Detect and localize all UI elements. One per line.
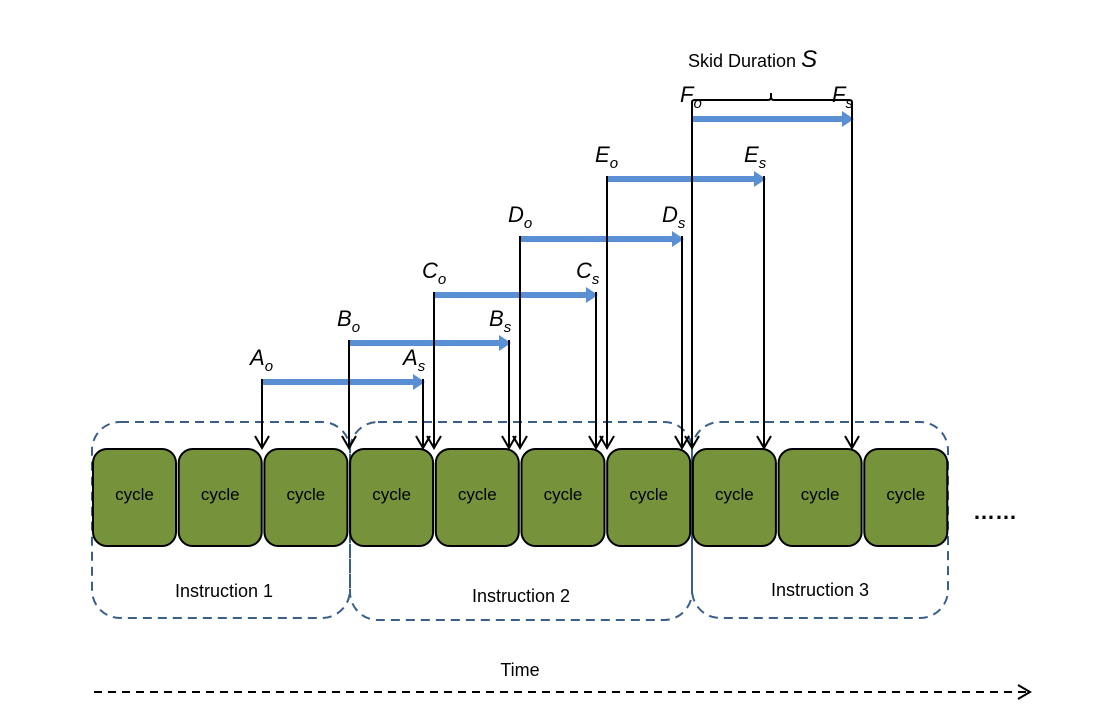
origin-label-d: Do bbox=[508, 202, 532, 232]
cycle-box-6: cycle bbox=[520, 448, 606, 547]
cycle-box-shape bbox=[177, 448, 263, 547]
duration-arrow-head bbox=[586, 287, 598, 303]
cycle-label: cycle bbox=[458, 485, 497, 504]
cycle-label: cycle bbox=[201, 485, 240, 504]
origin-drop-head bbox=[254, 435, 270, 450]
cycle-box-5: cycle bbox=[434, 448, 520, 547]
duration-arrow-head bbox=[672, 231, 684, 247]
timing-arrow-e: Eo Es bbox=[595, 142, 772, 450]
duration-arrow-head bbox=[842, 111, 854, 127]
timing-arrows: Ao As Bo Bs Co Cs Do Ds Eo Es Fo Fs bbox=[248, 82, 860, 450]
origin-label-b: Bo bbox=[337, 306, 360, 336]
end-label-d: Ds bbox=[662, 202, 686, 232]
cycle-label: cycle bbox=[715, 485, 754, 504]
end-drop-head bbox=[756, 435, 772, 450]
cycle-box-shape bbox=[434, 448, 520, 547]
end-label-c: Cs bbox=[576, 258, 600, 288]
cycle-box-2: cycle bbox=[177, 448, 263, 547]
duration-arrow-head bbox=[499, 335, 511, 351]
cycle-box-shape bbox=[863, 448, 949, 547]
cycle-box-1: cycle bbox=[92, 448, 177, 547]
origin-drop-head bbox=[512, 435, 528, 450]
end-label-b: Bs bbox=[489, 306, 512, 336]
skid-duration-brace: Skid Duration S bbox=[688, 46, 853, 119]
cycle-box-9: cycle bbox=[777, 448, 863, 547]
cycle-label: cycle bbox=[886, 485, 925, 504]
cycle-box-7: cycle bbox=[606, 448, 692, 547]
origin-label-a: Ao bbox=[248, 345, 273, 375]
cycle-label: cycle bbox=[801, 485, 840, 504]
ellipsis: …… bbox=[973, 499, 1017, 524]
cycle-label: cycle bbox=[372, 485, 411, 504]
duration-arrow-head bbox=[413, 374, 425, 390]
origin-drop-head bbox=[684, 435, 700, 450]
origin-label-c: Co bbox=[422, 258, 446, 288]
timing-arrow-c: Co Cs bbox=[422, 258, 604, 450]
cycle-box-shape bbox=[606, 448, 692, 547]
cycle-box-4: cycle bbox=[349, 448, 435, 547]
timing-arrow-f: Fo Fs bbox=[680, 82, 860, 450]
end-label-e: Es bbox=[744, 142, 767, 172]
duration-arrow-head bbox=[754, 171, 766, 187]
origin-label-e: Eo bbox=[595, 142, 618, 172]
cycle-box-3: cycle bbox=[263, 448, 349, 547]
end-label-a: As bbox=[401, 345, 426, 375]
cycle-box-shape bbox=[92, 448, 177, 547]
origin-drop-head bbox=[599, 435, 615, 450]
cycle-label: cycle bbox=[629, 485, 668, 504]
cycle-box-shape bbox=[520, 448, 606, 547]
origin-label-f: Fo bbox=[680, 82, 702, 112]
end-drop-head bbox=[588, 435, 604, 450]
timing-arrow-b: Bo Bs bbox=[337, 306, 517, 450]
cycle-label: cycle bbox=[287, 485, 326, 504]
cycle-box-shape bbox=[777, 448, 863, 547]
timing-arrow-d: Do Ds bbox=[508, 202, 690, 450]
instruction-2-label: Instruction 2 bbox=[472, 586, 570, 606]
time-label: Time bbox=[500, 660, 539, 680]
cycle-label: cycle bbox=[544, 485, 583, 504]
end-drop-head bbox=[415, 435, 431, 450]
skid-duration-label: Skid Duration S bbox=[688, 46, 817, 73]
cycle-box-10: cycle bbox=[863, 448, 949, 547]
end-label-f: Fs bbox=[832, 82, 853, 112]
cycle-box-8: cycle bbox=[691, 448, 777, 547]
cycle-box-shape bbox=[691, 448, 777, 547]
instruction-3-label: Instruction 3 bbox=[771, 580, 869, 600]
cycle-label: cycle bbox=[115, 485, 154, 504]
timing-arrow-a: Ao As bbox=[248, 345, 431, 450]
end-drop-head bbox=[844, 435, 860, 450]
end-drop-head bbox=[501, 435, 517, 450]
time-axis: Time bbox=[94, 660, 1032, 700]
origin-drop-head bbox=[341, 435, 357, 450]
origin-drop-head bbox=[426, 435, 442, 450]
cycle-row: cycle cycle cycle cycle cycle cycle cycle cycle… bbox=[92, 448, 949, 547]
time-arrow-head bbox=[1017, 684, 1032, 700]
instruction-1-label: Instruction 1 bbox=[175, 581, 273, 601]
cycle-box-shape bbox=[349, 448, 435, 547]
cycle-box-shape bbox=[263, 448, 349, 547]
